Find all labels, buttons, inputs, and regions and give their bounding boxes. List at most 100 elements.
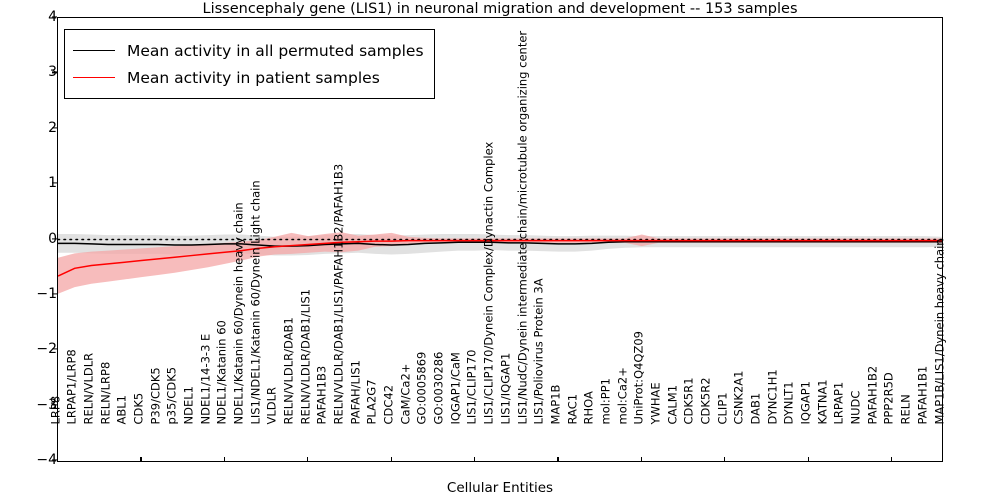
x-tick-label: MAP1B/LIS1/Dynein heavy chain: [932, 237, 946, 424]
x-tick-label: P39/CDK5: [148, 366, 163, 424]
series-line-patient: [58, 239, 942, 277]
y-tick-label: 1: [9, 175, 57, 191]
x-tick-label: LIS1/Poliovirus Protein 3A: [531, 277, 546, 424]
y-tick-label: 0: [9, 231, 57, 247]
x-tick-mark: [57, 457, 59, 462]
x-tick-label: CDK5R2: [698, 376, 713, 424]
x-tick-label: mol:PP1: [598, 377, 613, 425]
legend-swatch-permuted: [73, 50, 115, 51]
y-tick-label: 2: [9, 120, 57, 136]
x-tick-label: GO:0005869: [414, 351, 429, 424]
y-tick-label: −4: [36, 452, 57, 468]
y-tick-mark: [52, 348, 57, 350]
x-tick-label: RELN/VLDLR/DAB1/LIS1: [298, 288, 313, 424]
legend-swatch-patient: [73, 77, 115, 78]
x-tick-label: CDC42: [381, 384, 396, 424]
x-tick-label: VLDLR: [264, 386, 279, 424]
x-tick-label: IQGAP1/CaM: [448, 351, 463, 424]
y-tick-mark: [52, 16, 57, 18]
confidence-bands: [58, 232, 942, 294]
x-tick-mark: [724, 457, 726, 462]
x-tick-label: CSNK2A1: [731, 370, 746, 424]
series-lines: [58, 239, 942, 277]
x-tick-label: LRPAP1: [831, 381, 846, 424]
x-tick-label: NDEL1: [181, 385, 196, 424]
x-tick-label: ABL1: [114, 394, 129, 424]
x-tick-label: NDEL1/Katanin 60/Dynein heavy chain: [231, 201, 246, 424]
x-tick-label: NUDC: [848, 390, 863, 424]
plot-svg: [58, 232, 942, 294]
x-tick-label: LRPAP1/LRP8: [64, 348, 79, 424]
x-tick-label: CDK5: [131, 392, 146, 424]
x-tick-mark: [140, 457, 142, 462]
chart-legend: Mean activity in all permuted samples Me…: [64, 29, 435, 99]
plot-area: [57, 17, 943, 462]
x-tick-mark: [473, 457, 476, 462]
x-tick-label: CaM/Ca2+: [398, 363, 413, 424]
x-tick-label: DAB1: [748, 392, 763, 424]
x-tick-label: RELN: [898, 393, 913, 424]
x-tick-label: PAFAH1B2: [865, 365, 880, 424]
y-tick-mark: [52, 404, 57, 406]
chart-title: Lissencephaly gene (LIS1) in neuronal mi…: [202, 1, 798, 17]
x-tick-mark: [890, 457, 893, 462]
x-tick-label: DYNC1H1: [765, 368, 780, 424]
y-tick-mark: [52, 127, 57, 129]
x-tick-label: LRP8: [48, 395, 62, 424]
x-tick-mark: [390, 457, 392, 462]
legend-item-permuted: Mean activity in all permuted samples: [73, 37, 424, 64]
x-tick-label: LIS1/NudC/Dynein intermediate chain/micr…: [515, 30, 530, 424]
x-axis-label: Cellular Entities: [446, 480, 554, 496]
x-tick-label: PLA2G7: [364, 378, 379, 424]
y-tick-mark: [52, 293, 57, 295]
x-tick-label: KATNA1: [815, 378, 830, 424]
x-tick-label: PPP2R5D: [881, 371, 896, 424]
y-tick-label: 3: [9, 64, 57, 80]
y-axis: Inferred Activity −4−3−2−101234: [0, 9, 57, 468]
y-tick-label: −3: [36, 396, 57, 413]
y-tick-mark: [52, 182, 57, 184]
x-tick-label: RELN/VLDLR: [81, 352, 96, 424]
x-tick-label: LIS1/NDEL1/Katanin 60/Dynein Light chain: [248, 179, 263, 424]
x-tick-label: CLIP1: [715, 391, 730, 424]
x-tick-label: IQGAP1: [798, 380, 813, 424]
x-tick-label: UniProt:Q4QZ09: [631, 330, 646, 424]
x-tick-label: GO:0030286: [431, 351, 446, 424]
x-tick-label: LIS1/CLIP170/Dynein Complex/Dynactin Com…: [481, 141, 496, 424]
x-tick-label: PAFAH1B3: [314, 365, 329, 424]
x-tick-label: mol:Ca2+: [615, 366, 630, 424]
y-tick-label: −2: [36, 341, 57, 358]
x-tick-mark: [223, 457, 225, 462]
x-tick-label: RHOA: [581, 390, 596, 424]
x-tick-label: RELN/LRP8: [98, 361, 113, 424]
x-tick-label: NDEL1/14-3-3 E: [198, 333, 213, 424]
series-line-permuted: [58, 240, 942, 247]
x-tick-mark: [557, 457, 559, 462]
x-tick-label: RELN/VLDLR/DAB1: [281, 316, 296, 424]
x-tick-label: MAP1B: [548, 384, 563, 424]
x-tick-mark: [640, 457, 642, 462]
confidence-band-patient: [58, 232, 942, 294]
x-tick-mark: [807, 457, 809, 462]
legend-label-permuted: Mean activity in all permuted samples: [127, 41, 424, 60]
x-tick-label: LIS1/CLIP170: [464, 348, 479, 424]
x-tick-label: PAFAH/LIS1: [348, 359, 363, 424]
y-tick-mark: [52, 237, 57, 240]
y-tick-mark: [52, 459, 57, 461]
x-tick-label: p35/CDK5: [164, 366, 179, 424]
y-tick-mark: [52, 71, 57, 73]
y-tick-label: 4: [9, 9, 57, 25]
legend-label-patient: Mean activity in patient samples: [127, 68, 380, 87]
x-tick-mark: [307, 457, 309, 462]
x-tick-label: RELN/VLDLR/DAB1/LIS1/PAFAH1B2/PAFAH1B3: [331, 163, 346, 424]
x-tick-label: NDEL1/Katanin 60: [214, 319, 229, 424]
x-tick-label: LIS1/IQGAP1: [498, 352, 513, 424]
legend-item-patient: Mean activity in patient samples: [73, 64, 424, 91]
x-tick-label: CDK5R1: [681, 376, 696, 424]
x-tick-label: YWHAE: [648, 381, 663, 424]
x-tick-label: PAFAH1B1: [915, 365, 930, 424]
x-tick-label: DYNLT1: [781, 380, 796, 424]
x-tick-label: CALM1: [665, 384, 680, 424]
y-tick-label: −1: [36, 285, 57, 302]
